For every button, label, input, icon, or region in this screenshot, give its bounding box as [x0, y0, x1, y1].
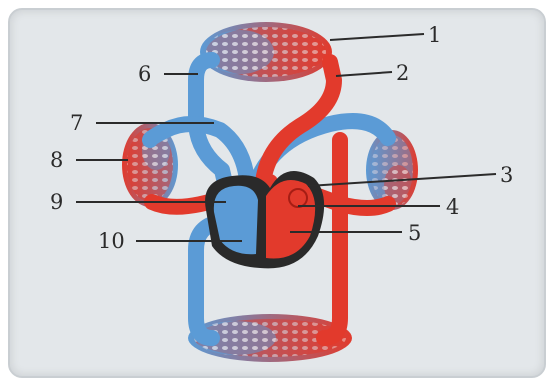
label-2: 2 — [396, 61, 409, 85]
label-7: 7 — [70, 111, 83, 135]
label-10: 10 — [98, 229, 125, 253]
label-8: 8 — [50, 148, 63, 172]
label-5: 5 — [408, 221, 421, 245]
label-6: 6 — [138, 62, 151, 86]
label-1: 1 — [428, 23, 441, 47]
label-4: 4 — [446, 195, 459, 219]
label-9: 9 — [50, 190, 63, 214]
heart — [205, 171, 324, 268]
upper-capillary-bed — [200, 22, 332, 82]
label-3: 3 — [500, 163, 513, 187]
